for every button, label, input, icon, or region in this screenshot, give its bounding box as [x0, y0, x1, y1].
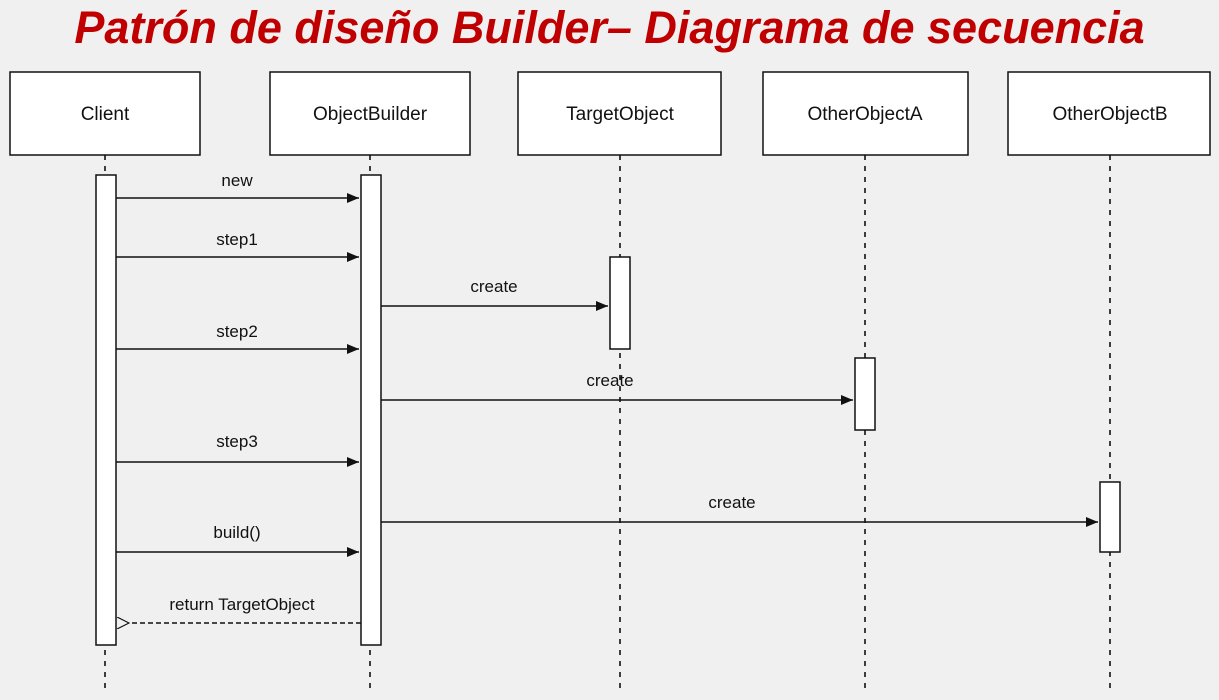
- message-create-targetobject: create: [381, 277, 608, 311]
- message-label: build(): [213, 523, 260, 542]
- message-new: new: [116, 171, 359, 203]
- message-label: step2: [216, 322, 258, 341]
- participant-label-objectbuilder: ObjectBuilder: [313, 104, 428, 125]
- participant-label-client: Client: [81, 104, 130, 125]
- message-build: build(): [116, 523, 359, 557]
- message-label: create: [586, 371, 633, 390]
- participant-box: [517, 71, 722, 156]
- message-label: step3: [216, 432, 258, 451]
- participant-box: [269, 71, 471, 156]
- page-title: Patrón de diseño Builder– Diagrama de se…: [74, 2, 1145, 53]
- message-label: return TargetObject: [169, 595, 314, 614]
- message-label: new: [221, 171, 253, 190]
- message-step1: step1: [116, 230, 359, 262]
- activations: [95, 174, 1121, 646]
- participant-box: [9, 71, 201, 156]
- message-label: step1: [216, 230, 258, 249]
- participant-box: [1007, 71, 1211, 156]
- message-return-targetobject: return TargetObject: [129, 595, 361, 623]
- participant-objectbuilder: ObjectBuilder: [269, 71, 471, 156]
- message-label: create: [708, 493, 755, 512]
- activation-client: [95, 174, 117, 646]
- participant-client: Client: [9, 71, 201, 156]
- activation-objectbuilder: [360, 174, 382, 646]
- activation-otherobjecta: [854, 357, 876, 431]
- message-create-otherobjectb: create: [381, 493, 1098, 527]
- message-step2: step2: [116, 322, 359, 354]
- participant-label-targetobject: TargetObject: [566, 104, 674, 125]
- message-create-otherobjecta: create: [381, 371, 853, 405]
- participant-box: [762, 71, 969, 156]
- participant-otherobjecta: OtherObjectA: [762, 71, 969, 156]
- activation-otherobjectb: [1099, 481, 1121, 553]
- participant-label-otherobjectb: OtherObjectB: [1052, 104, 1167, 125]
- message-label: create: [470, 277, 517, 296]
- message-step3: step3: [116, 432, 359, 467]
- participant-otherobjectb: OtherObjectB: [1007, 71, 1211, 156]
- activation-targetobject: [609, 256, 631, 350]
- participant-label-otherobjecta: OtherObjectA: [807, 104, 922, 125]
- participant-targetobject: TargetObject: [517, 71, 722, 156]
